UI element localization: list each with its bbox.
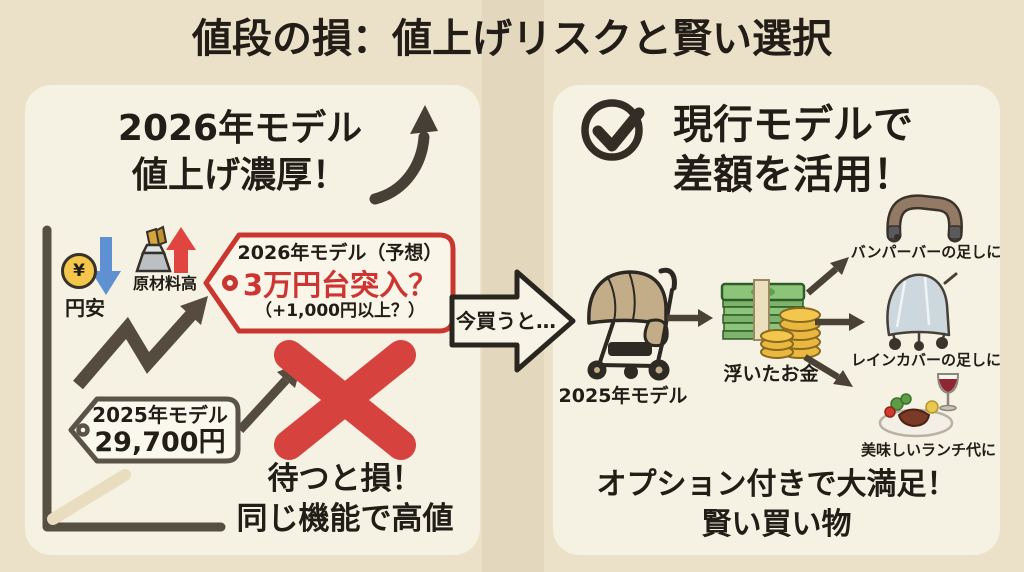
stroller-label: 2025年モデル [558,385,688,407]
forecast-tag-line1: 2026年モデル（予想） [237,242,443,264]
right-headline-line1: 現行モデルで [673,102,913,148]
option-label-lunch: 美味しいランチ代に [860,441,996,459]
forecast-tag-line2: 3万円台突入？ [242,268,438,302]
branch-arrow-mid-icon [815,313,865,331]
right-headline-line2: 差額を活用！ [673,152,913,198]
rain-cover-icon [886,272,958,351]
summary-line2: 賢い買い物 [701,507,852,542]
right-panel: 現行モデルで 差額を活用！ 2025年モデル 浮いたお金 バンパーバーの足しに … [553,85,1001,555]
left-panel: 2026年モデル 値上げ濃厚！ ¥ 円安 原材料高 2026年モデル（予想） 3… [25,85,480,555]
yen-coin-icon: ¥ [61,253,97,289]
left-panel-graphics [42,105,456,532]
option-label-bumper: バンパーバーの足しに [850,243,1002,261]
left-headline-line1: 2026年モデル [117,108,363,149]
summary-line1: オプション付きで大満足！ [596,467,957,502]
coin-stack-icon [760,307,821,359]
raw-materials-ingot-icon [135,225,172,273]
bumper-bar-icon [886,194,963,243]
warning-line2: 同じ機能で高値 [236,501,454,537]
check-icon [581,99,645,161]
money-label: 浮いたお金 [723,363,819,385]
branch-arrow-down-icon [803,354,853,387]
materials-up-arrow-icon [166,227,196,273]
left-headline-line2: 値上げ濃厚！ [131,155,348,196]
forecast-tag-line3: （+1,000円以上？） [254,301,426,321]
faded-trend-line [47,469,131,525]
branch-arrow-up-icon [805,257,849,296]
materials-label: 原材料高 [132,274,197,293]
stroller-icon [587,267,677,381]
connector-arrow-icon [449,269,576,373]
rising-arrow-icon [369,105,438,205]
price-tag-line1: 2025年モデル [92,403,228,427]
current-price-tag-shape [68,396,241,464]
yen-down-arrow-icon [91,237,121,295]
weak-yen-label: 円安 [65,296,105,320]
page-title: 値段の損：値上げリスクと賢い選択 [192,16,832,62]
zigzag-trend-arrow-icon [73,296,208,390]
option-label-raincover: レインカバーの足しに [850,351,1001,369]
lunch-icon [878,373,960,438]
money-icon [720,279,821,359]
price-tag-line2: 29,700円 [94,427,226,458]
chart-axis [42,225,226,532]
connector-label: 今買うと… [456,309,556,333]
right-panel-graphics [581,99,963,438]
flow-arrow-icon [667,309,713,327]
cross-icon [274,340,416,460]
warning-line1: 待つと損！ [267,461,423,497]
